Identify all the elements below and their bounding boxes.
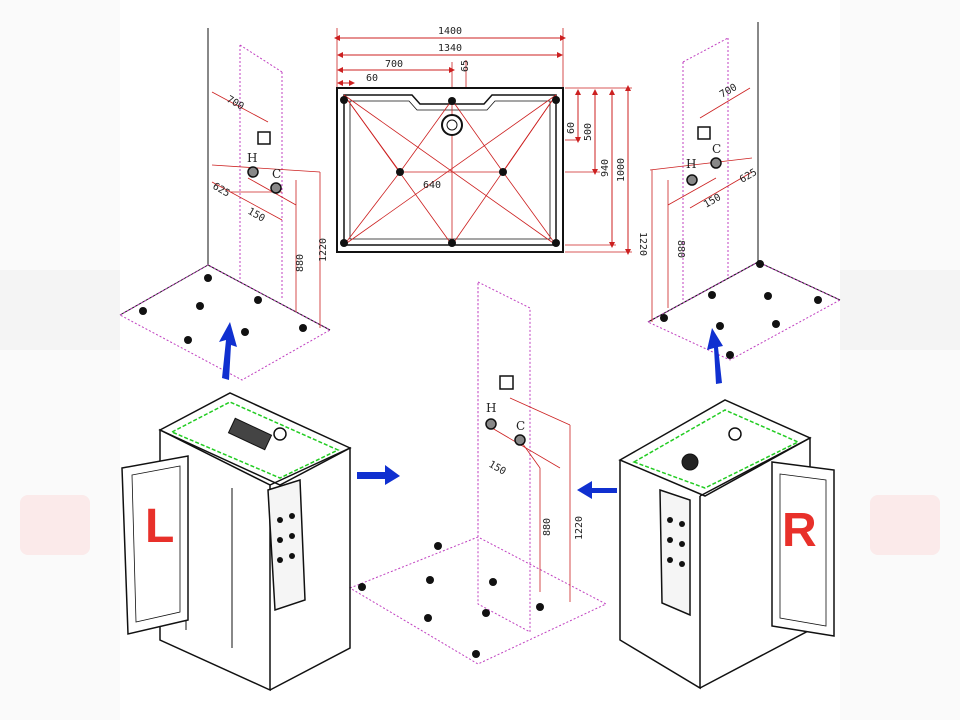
cold-label: C	[272, 167, 281, 181]
dim-880: 880	[542, 518, 553, 536]
dim-700: 700	[225, 94, 246, 113]
dim-1220: 1220	[318, 238, 329, 262]
dim-60-side: 60	[566, 122, 577, 134]
dim-700: 700	[718, 82, 739, 101]
dim-625: 625	[211, 181, 232, 200]
wall-view-left: H C 700 625 150 880 1220	[118, 28, 332, 381]
shower-cabin-left: L	[121, 392, 352, 692]
cold-label: C	[712, 142, 721, 156]
tray-plan-view: 1400 1340 700 60 65 640 60 500 940 1000	[334, 26, 632, 255]
hot-label: H	[686, 157, 696, 171]
dim-640: 640	[423, 180, 441, 191]
dim-625: 625	[738, 167, 759, 186]
arrow-up-icon	[219, 322, 237, 380]
arrow-up-icon	[707, 328, 723, 384]
arrow-right-icon	[357, 465, 400, 485]
dim-940: 940	[600, 159, 611, 177]
wall-view-right: H C 700 625 150 880 1220	[637, 22, 842, 361]
shower-cabin-right: R	[618, 399, 835, 690]
dim-1400: 1400	[438, 26, 462, 37]
cold-label: C	[516, 419, 525, 433]
drain-icon	[441, 114, 463, 136]
cabin-label-left: L	[145, 500, 174, 553]
dim-1220: 1220	[637, 232, 648, 256]
cabin-label-right: R	[782, 504, 817, 557]
dim-500: 500	[583, 123, 594, 141]
wall-view-center: H C 150 880 1220	[348, 281, 608, 665]
hot-label: H	[247, 151, 257, 165]
background-strip-left	[0, 0, 120, 720]
dim-150: 150	[487, 459, 508, 478]
dim-880: 880	[675, 240, 686, 258]
dim-1000: 1000	[616, 158, 627, 182]
arrow-left-icon	[577, 481, 617, 499]
dim-150: 150	[246, 206, 267, 225]
dim-1340: 1340	[438, 43, 462, 54]
door-left	[121, 455, 189, 635]
dim-60-top: 60	[366, 73, 378, 84]
background-strip-right	[840, 0, 960, 720]
dim-65: 65	[460, 60, 471, 72]
dim-150: 150	[702, 192, 723, 211]
dim-700: 700	[385, 59, 403, 70]
door-right	[771, 461, 835, 637]
dim-1220: 1220	[574, 516, 585, 540]
hot-label: H	[486, 401, 496, 415]
dim-880: 880	[295, 254, 306, 272]
